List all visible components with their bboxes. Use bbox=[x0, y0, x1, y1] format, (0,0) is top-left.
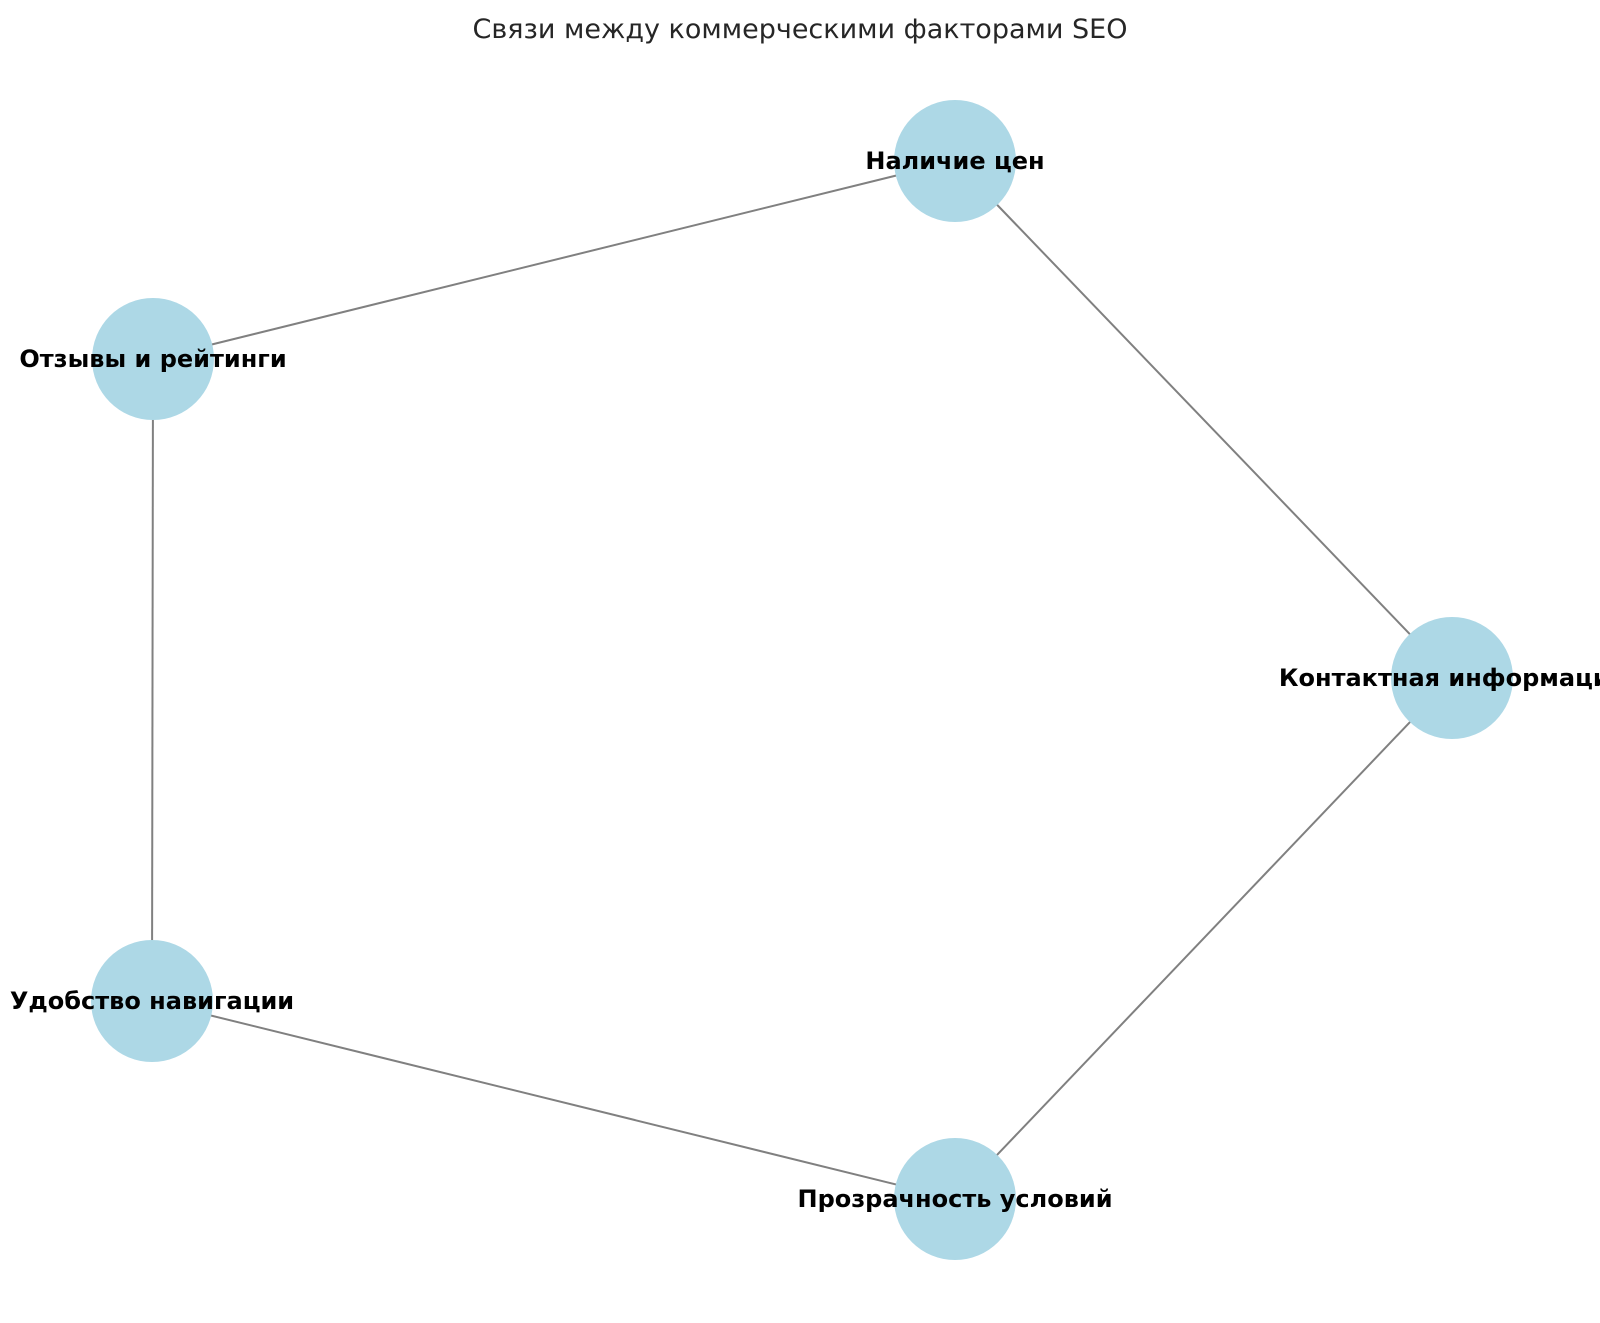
node-label-contacts: Контактная информация bbox=[1278, 663, 1600, 692]
node-label-prices: Наличие цен bbox=[865, 146, 1045, 175]
node-contacts bbox=[1391, 617, 1513, 739]
node-navigation bbox=[91, 940, 213, 1062]
node-prices bbox=[894, 100, 1016, 222]
node-transparency bbox=[894, 1138, 1016, 1260]
edge-navigation-transparency bbox=[151, 1000, 956, 1200]
node-label-transparency: Прозрачность условий bbox=[797, 1184, 1113, 1213]
figure-title: Связи между коммерческими факторами SEO bbox=[472, 14, 1128, 45]
edge-prices-reviews bbox=[152, 160, 956, 360]
node-label-reviews: Отзывы и рейтинги bbox=[19, 344, 287, 373]
edge-reviews-navigation bbox=[151, 358, 154, 1002]
node-label-navigation: Удобство навигации bbox=[9, 986, 295, 1015]
node-reviews bbox=[92, 298, 214, 420]
edge-prices-contacts bbox=[954, 160, 1453, 679]
edge-transparency-contacts bbox=[954, 677, 1453, 1200]
